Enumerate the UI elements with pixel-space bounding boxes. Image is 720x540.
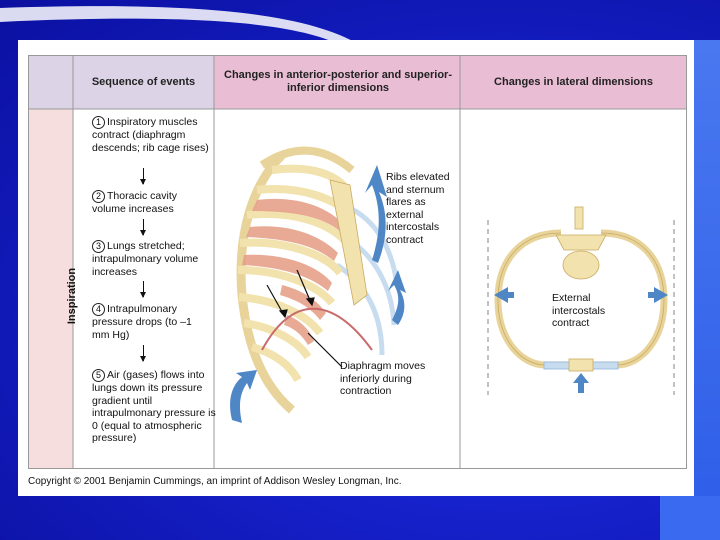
right-accent-bar [694, 40, 720, 540]
step-arrow [140, 168, 146, 185]
step-number: 3 [92, 240, 105, 253]
header-ap-dimensions: Changes in anterior-posterior and superi… [224, 69, 452, 94]
header-lateral-dimensions: Changes in lateral dimensions [494, 75, 653, 88]
step-number: 2 [92, 190, 105, 203]
step-text: Inspiratory muscles contract (diaphragm … [92, 116, 209, 154]
step-number: 4 [92, 303, 105, 316]
step-arrow [140, 219, 146, 236]
bottom-accent-block [660, 496, 720, 540]
label-ribs-elevated: Ribs elevated and sternum flares as exte… [386, 171, 450, 246]
label-diaphragm: Diaphragm moves inferiorly during contra… [340, 360, 426, 397]
step-text: Air (gases) flows into lungs down its pr… [92, 369, 216, 444]
lateral-cross-section [487, 206, 675, 395]
step-text: Thoracic cavity volume increases [92, 190, 178, 215]
figure-table-grid [28, 55, 687, 469]
step-number: 5 [92, 369, 105, 382]
label-external-intercostals: External intercostals contract [552, 292, 606, 329]
step-text: Lungs stretched; intrapulmonary volume i… [92, 240, 199, 278]
step-number: 1 [92, 116, 105, 129]
step-text: Intrapulmonary pressure drops (to –1 mm … [92, 303, 192, 341]
ribcage-illustration [230, 146, 406, 423]
copyright-line: Copyright © 2001 Benjamin Cummings, an i… [28, 476, 402, 487]
row-label-inspiration: Inspiration [66, 267, 78, 325]
header-sequence: Sequence of events [91, 75, 196, 88]
step-arrow [140, 345, 146, 362]
step-arrow [140, 281, 146, 298]
